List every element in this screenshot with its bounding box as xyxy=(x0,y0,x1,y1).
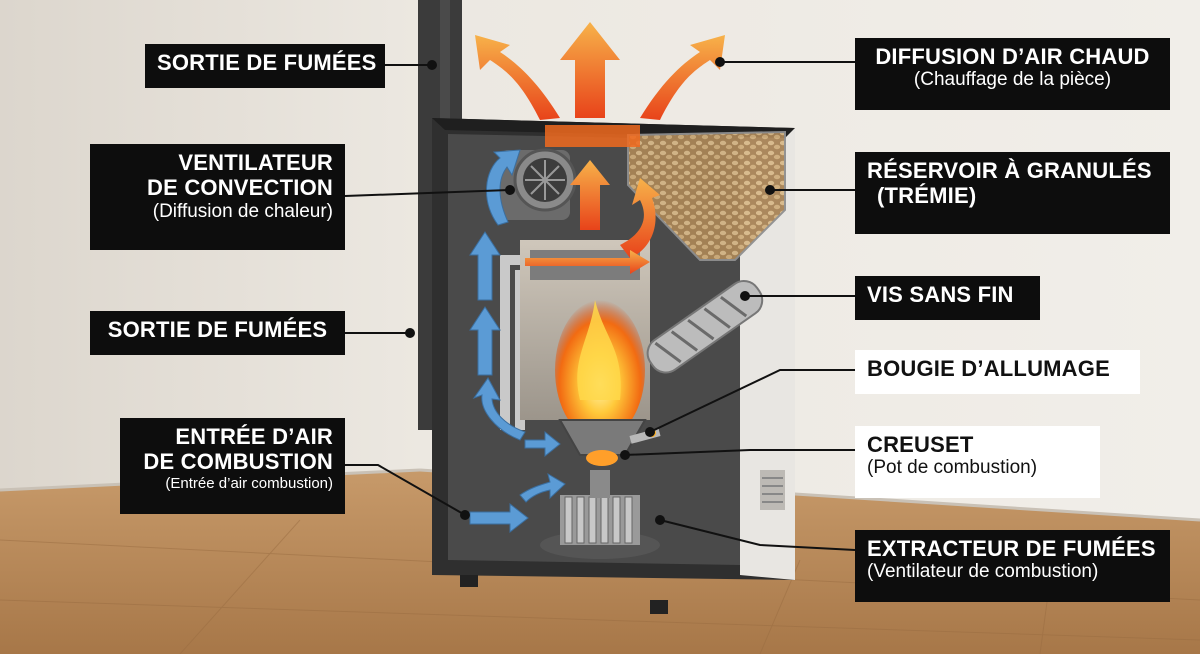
label-title: EXTRACTEUR DE FUMÉES xyxy=(867,536,1156,561)
label-bougie-allumage: BOUGIE D’ALLUMAGE xyxy=(855,350,1140,394)
label-extracteur-fumees: EXTRACTEUR DE FUMÉES (Ventilateur de com… xyxy=(855,530,1170,602)
label-title-line2: DE COMBUSTION xyxy=(143,449,333,475)
label-sortie-fumees-mid: SORTIE DE FUMÉES xyxy=(90,311,345,355)
label-subtitle: (Entrée d’air combustion) xyxy=(165,474,333,492)
label-title: DIFFUSION D’AIR CHAUD xyxy=(875,44,1150,69)
auger xyxy=(646,279,764,374)
label-title-line2: (TRÉMIE) xyxy=(877,183,977,209)
label-diffusion-air-chaud: DIFFUSION D’AIR CHAUD (Chauffage de la p… xyxy=(855,38,1170,110)
label-title: SORTIE DE FUMÉES xyxy=(107,317,328,342)
label-title: VENTILATEUR xyxy=(178,150,333,175)
label-entree-air-combustion: ENTRÉE D’AIR DE COMBUSTION (Entrée d’air… xyxy=(120,418,345,514)
label-reservoir-granules: RÉSERVOIR À GRANULÉS (TRÉMIE) xyxy=(855,152,1170,234)
label-subtitle: (Pot de combustion) xyxy=(867,457,1038,479)
hot-air-arrows xyxy=(475,22,725,274)
leader-lines xyxy=(344,61,856,551)
label-title: RÉSERVOIR À GRANULÉS xyxy=(867,158,1152,183)
fume-extractor xyxy=(540,470,660,559)
label-subtitle: (Ventilateur de combustion) xyxy=(867,561,1099,583)
convection-fan xyxy=(500,148,577,220)
label-title: VIS SANS FIN xyxy=(867,282,1014,307)
label-subtitle: (Diffusion de chaleur) xyxy=(152,200,333,222)
label-title: ENTRÉE D’AIR xyxy=(175,424,333,449)
label-title: SORTIE DE FUMÉES xyxy=(157,50,377,75)
label-sortie-fumees-top: SORTIE DE FUMÉES xyxy=(145,44,385,88)
label-creuset: CREUSET (Pot de combustion) xyxy=(855,426,1100,498)
cold-air-arrows xyxy=(469,149,566,534)
label-title-line2: DE CONVECTION xyxy=(147,175,333,201)
label-ventilateur-convection: VENTILATEUR DE CONVECTION (Diffusion de … xyxy=(90,144,345,250)
label-vis-sans-fin: VIS SANS FIN xyxy=(855,276,1040,320)
label-title: CREUSET xyxy=(867,432,974,457)
pellet-hopper xyxy=(627,130,786,261)
label-title: BOUGIE D’ALLUMAGE xyxy=(867,356,1110,381)
label-subtitle: (Chauffage de la pièce) xyxy=(913,69,1112,91)
